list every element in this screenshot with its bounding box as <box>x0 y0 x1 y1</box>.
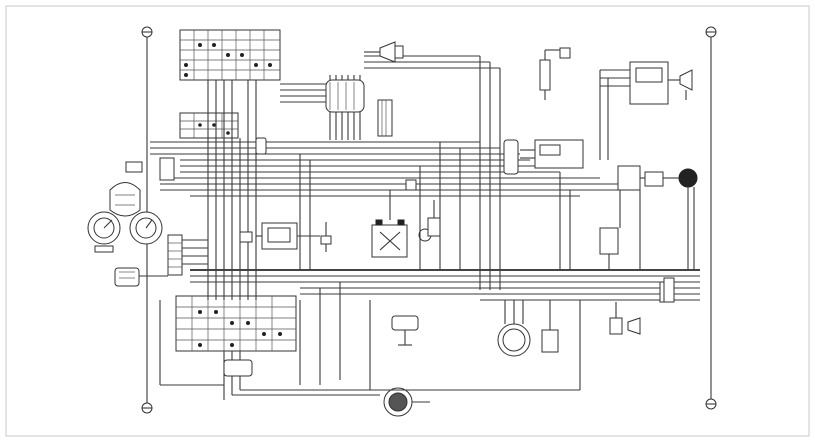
regulator <box>599 61 669 160</box>
headlight <box>109 182 141 217</box>
sensor-top-right <box>668 69 693 100</box>
switch-table-bottom <box>175 295 297 352</box>
rectifier <box>418 200 441 242</box>
harness-bundle-lower <box>190 269 700 301</box>
fuse <box>320 222 332 252</box>
relay-box <box>256 222 320 250</box>
switch-table-mid <box>179 112 239 139</box>
harness-connectors <box>125 99 675 303</box>
battery <box>371 219 408 258</box>
horn <box>383 387 430 417</box>
harness-drops <box>299 142 641 270</box>
harness-top <box>280 55 501 290</box>
handlebar-switch <box>114 267 168 287</box>
switch-table-top <box>179 29 281 81</box>
generator <box>497 300 531 357</box>
right-components <box>617 165 698 270</box>
tail-light <box>599 227 619 270</box>
connector-top <box>364 41 404 63</box>
harness-bottom <box>159 282 581 400</box>
left-connector <box>167 234 208 276</box>
ignition-unit <box>520 139 584 169</box>
gauge-cluster <box>87 211 163 253</box>
right-corner-bulbs <box>705 26 717 410</box>
harness-left-vertical <box>207 80 257 300</box>
outer-border <box>5 5 810 437</box>
starter-switch <box>541 300 559 353</box>
ignition-coil <box>391 315 419 346</box>
spark-plug-top <box>539 47 571 100</box>
